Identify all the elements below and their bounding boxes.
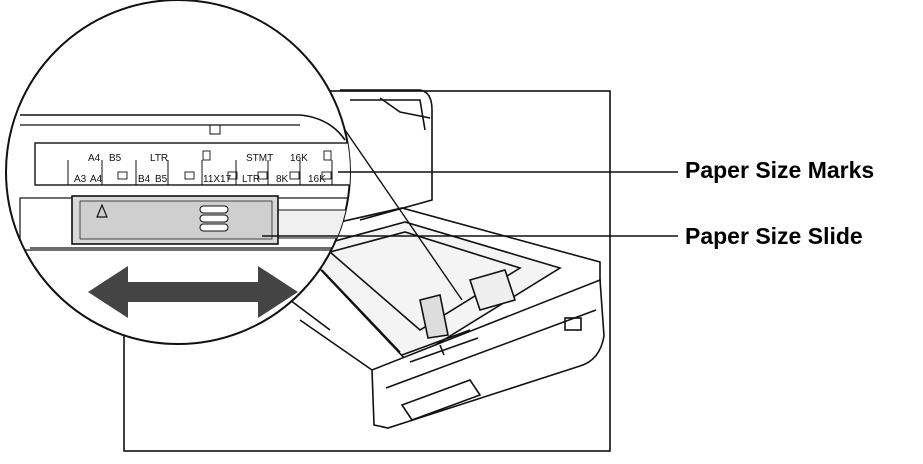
mark-ltr-bottom: LTR — [242, 174, 260, 185]
mark-11x17: 11X17 — [203, 174, 232, 185]
mark-16k-top: 16K — [290, 153, 308, 164]
magnifier-cone — [321, 129, 463, 353]
double-arrow-icon — [88, 266, 298, 318]
mark-b4: B4 — [138, 174, 151, 185]
mark-b5-top: B5 — [109, 153, 122, 164]
mark-ltr-top: LTR — [150, 153, 168, 164]
mark-b5-bottom: B5 — [155, 174, 168, 185]
callout-paper-size-marks: Paper Size Marks — [685, 157, 875, 183]
grip-ridges — [199, 205, 229, 232]
paper-tray-icon — [281, 207, 605, 429]
mark-a3: A3 — [74, 174, 87, 185]
magnifier-circle: A4 B5 LTR STMT 16K A3 A4 B4 B5 11X17 LTR… — [5, 0, 351, 345]
mark-stmt: STMT — [246, 153, 273, 164]
mark-16k-bottom: 16K — [308, 174, 326, 185]
mark-8k: 8K — [276, 174, 289, 185]
paper-size-slide[interactable] — [71, 195, 279, 245]
mark-a4: A4 — [88, 153, 101, 164]
callout-paper-size-slide: Paper Size Slide — [685, 223, 863, 249]
mark-a4-bottom: A4 — [90, 174, 103, 185]
leader-lines — [262, 171, 678, 237]
